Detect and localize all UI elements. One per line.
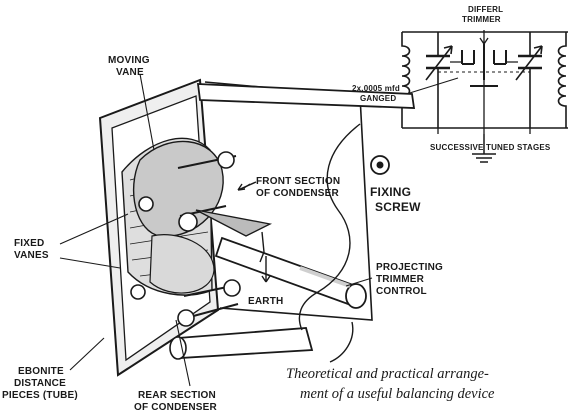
moving-vane-lower xyxy=(149,234,215,294)
pointer-needle xyxy=(195,209,273,237)
earth-lead xyxy=(259,231,265,263)
ebonite-label: EBONITE DISTANCE PIECES (TUBE) xyxy=(2,366,78,401)
rear-section-leader xyxy=(175,319,191,387)
right-capacitor-arrow-icon xyxy=(515,45,543,81)
screw-head xyxy=(223,279,241,297)
earth-symbol-icon xyxy=(472,134,496,163)
differential-trimmer-symbol xyxy=(461,44,507,87)
front-section-label: FRONT SECTION OF CONDENSER xyxy=(256,176,343,199)
leader-lines xyxy=(59,73,373,387)
left-coil-icon xyxy=(401,32,411,128)
earth-arrow-icon xyxy=(261,256,271,283)
screw-head xyxy=(138,196,154,212)
screw-head xyxy=(177,309,195,327)
screw-head xyxy=(178,212,198,232)
fixing-screw-core xyxy=(376,161,384,169)
moving-vane-label: MOVING VANE xyxy=(108,55,153,78)
left-capacitor-arrow-icon xyxy=(425,45,453,81)
lower-rod-end xyxy=(169,336,187,360)
front-section-arrow-icon xyxy=(237,181,257,191)
caption-line-1: Theoretical and practical arrange- xyxy=(286,366,489,382)
right-coil-icon xyxy=(557,32,567,128)
moving-vane-leader xyxy=(139,73,155,151)
figure-caption: Theoretical and practical arrange- ment … xyxy=(286,364,576,404)
condenser-assembly xyxy=(98,78,416,377)
ebonite-leader xyxy=(69,337,105,371)
differential-trimmer-label: DIFFERL TRIMMER xyxy=(462,5,505,24)
fixed-vanes-label: FIXED VANES xyxy=(14,238,49,261)
successive-stages-label: SUCCESSIVE TUNED STAGES xyxy=(430,143,551,152)
lower-rod-tube xyxy=(177,327,314,359)
caption-line-2: ment of a useful balancing device xyxy=(300,386,495,402)
wire-tail xyxy=(329,321,354,363)
fixed-vanes-leader xyxy=(59,213,129,269)
ganged-label: 2x.0005 mfd GANGED xyxy=(352,84,402,103)
rear-section-label: REAR SECTION OF CONDENSER xyxy=(134,390,219,413)
tap-leads xyxy=(437,80,531,134)
projecting-trimmer-label: PROJECTING TRIMMER CONTROL xyxy=(376,262,446,297)
right-capacitor-plates xyxy=(518,54,542,70)
screw-head xyxy=(130,284,146,300)
ground-wire xyxy=(298,123,361,331)
left-capacitor-plates xyxy=(426,54,450,70)
projecting-trimmer-leader xyxy=(345,277,373,287)
trimmer-knob-shading xyxy=(299,266,351,288)
projecting-trimmer-knob[interactable] xyxy=(345,283,367,309)
screw-head xyxy=(217,151,235,169)
fixing-screw-label: FIXING SCREW xyxy=(370,185,421,214)
upper-rod xyxy=(196,83,416,109)
earth-label: EARTH xyxy=(248,296,283,307)
trimmer-arrow-icon xyxy=(479,30,489,45)
